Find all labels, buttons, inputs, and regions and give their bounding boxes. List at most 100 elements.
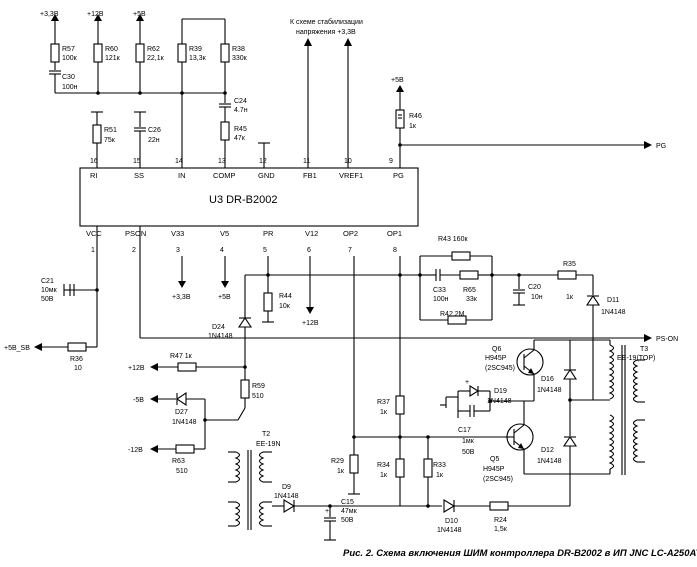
svg-text:R65: R65 <box>463 287 476 294</box>
svg-text:100н: 100н <box>433 296 449 303</box>
svg-text:+5В: +5В <box>218 294 231 301</box>
resistor-R62 <box>135 43 145 63</box>
pson-label: PS-ON <box>656 336 678 343</box>
svg-text:VCC: VCC <box>86 229 102 238</box>
svg-text:4.7н: 4.7н <box>234 107 248 114</box>
svg-text:GND: GND <box>258 171 275 180</box>
svg-text:+12В: +12В <box>302 320 319 327</box>
svg-text:R34: R34 <box>377 462 390 469</box>
arrow-to-stab-2 <box>344 38 352 46</box>
svg-text:33к: 33к <box>466 296 478 303</box>
svg-text:6: 6 <box>307 247 311 254</box>
svg-text:C33: C33 <box>433 287 446 294</box>
svg-text:22н: 22н <box>148 137 160 144</box>
stabilizer-label-2: напряжения +3,3В <box>296 29 356 36</box>
svg-text:510: 510 <box>176 468 188 475</box>
diode-D24 <box>237 317 253 328</box>
svg-text:R36: R36 <box>70 356 83 363</box>
svg-text:VREF1: VREF1 <box>339 171 363 180</box>
resistor-R65 <box>459 270 479 280</box>
svg-text:OP1: OP1 <box>387 229 402 238</box>
svg-text:COMP: COMP <box>213 171 236 180</box>
svg-text:13: 13 <box>218 158 226 165</box>
svg-text:1мк: 1мк <box>462 438 475 445</box>
svg-text:1: 1 <box>91 247 95 254</box>
rail-label-5v: +5В <box>133 11 146 18</box>
svg-text:10: 10 <box>344 158 352 165</box>
svg-text:R42 2M: R42 2M <box>440 311 465 318</box>
svg-text:14: 14 <box>175 158 183 165</box>
svg-text:8: 8 <box>393 247 397 254</box>
svg-text:RI: RI <box>90 171 98 180</box>
svg-text:1N4148: 1N4148 <box>537 387 562 394</box>
svg-text:13,3к: 13,3к <box>189 55 207 62</box>
svg-text:R47 1к: R47 1к <box>170 353 193 360</box>
resistor-R39 <box>177 43 187 63</box>
svg-text:1N4148: 1N4148 <box>172 419 197 426</box>
svg-text:10мк: 10мк <box>41 287 58 294</box>
svg-text:3: 3 <box>176 247 180 254</box>
svg-text:-5В: -5В <box>133 397 144 404</box>
resistor-R45 <box>220 121 230 141</box>
svg-text:EE-19(TOP): EE-19(TOP) <box>617 355 655 362</box>
svg-text:R45: R45 <box>234 126 247 133</box>
t2-secondary-coil <box>258 451 265 483</box>
svg-text:+: + <box>465 379 469 386</box>
t2-secondary-coil-2 <box>258 501 265 527</box>
svg-text:D16: D16 <box>541 376 554 383</box>
svg-text:1к: 1к <box>380 409 388 416</box>
diode-D10 <box>443 499 456 513</box>
resistor-R51 <box>92 124 102 144</box>
svg-text:+12В: +12В <box>128 365 145 372</box>
svg-text:10к: 10к <box>279 303 291 310</box>
diode-D19 <box>469 385 480 397</box>
svg-text:R62: R62 <box>147 46 160 53</box>
t2-primary-coil-2 <box>234 501 241 527</box>
svg-text:1N4148: 1N4148 <box>437 527 462 534</box>
svg-text:+: + <box>325 508 329 515</box>
svg-text:D11: D11 <box>607 297 619 304</box>
outputs-network: +12В R47 1к R59 510 -5В D27 1N4148 -12В … <box>128 353 265 475</box>
svg-text:OP2: OP2 <box>343 229 358 238</box>
svg-text:C26: C26 <box>148 127 161 134</box>
svg-text:R46: R46 <box>409 113 422 120</box>
svg-text:R63: R63 <box>172 458 185 465</box>
svg-text:C17: C17 <box>458 427 471 434</box>
svg-text:R60: R60 <box>105 46 118 53</box>
svg-text:1к: 1к <box>566 294 574 301</box>
svg-text:R38: R38 <box>232 46 245 53</box>
bottom-left-network: C21 10мк 50В +5В_SB R36 10 PS-ON +3,3В +… <box>4 226 678 372</box>
resistor-R34 <box>395 458 405 478</box>
svg-text:FB1: FB1 <box>303 171 317 180</box>
diode-D11 <box>585 295 601 306</box>
chip-body <box>79 167 419 227</box>
svg-text:9: 9 <box>389 158 393 165</box>
svg-text:4: 4 <box>220 247 224 254</box>
svg-text:C21: C21 <box>41 278 54 285</box>
svg-text:1N4148: 1N4148 <box>601 309 626 316</box>
feedback-network: R43 160к C33 100н R65 33к R42 2M <box>398 236 626 395</box>
resistor-R44 <box>263 292 273 312</box>
driver-network: R29 1к R37 1к R34 1к R33 1к D10 1N4148 <box>331 256 610 534</box>
svg-text:PR: PR <box>263 229 274 238</box>
svg-text:R35: R35 <box>563 261 576 268</box>
svg-text:H945P: H945P <box>483 466 505 473</box>
resistor-R29 <box>349 454 359 474</box>
svg-text:T3: T3 <box>640 346 648 353</box>
svg-text:+3,3В: +3,3В <box>172 294 191 301</box>
svg-text:H945P: H945P <box>485 355 507 362</box>
chip-name: U3 DR-B2002 <box>209 194 277 206</box>
resistor-R57 <box>50 43 60 63</box>
svg-text:1к: 1к <box>409 123 417 130</box>
pg-label: PG <box>656 143 666 150</box>
svg-text:R39: R39 <box>189 46 202 53</box>
svg-text:C30: C30 <box>62 74 75 81</box>
svg-text:R57: R57 <box>62 46 75 53</box>
resistor-R36 <box>67 342 87 352</box>
resistor-R35 <box>557 270 577 280</box>
svg-text:Q5: Q5 <box>490 456 499 463</box>
t3-primary-coil-2 <box>608 414 615 470</box>
svg-text:V5: V5 <box>220 229 229 238</box>
